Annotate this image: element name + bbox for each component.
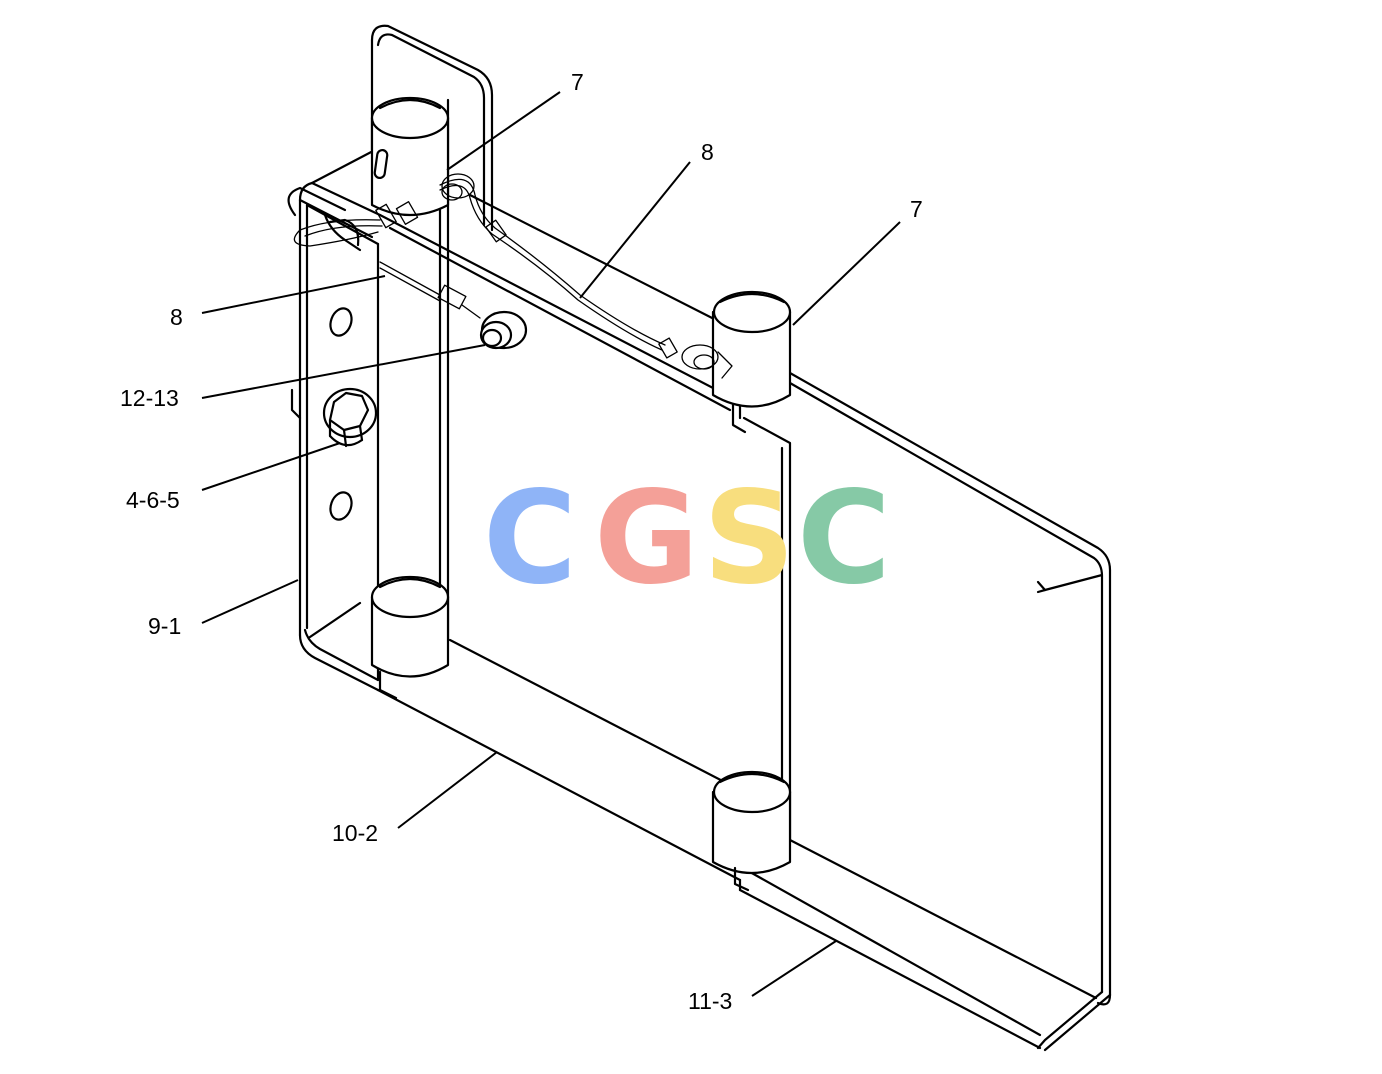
bolt-12-13 <box>479 310 528 350</box>
leader-11-3 <box>751 940 837 997</box>
channel-right-wall <box>788 371 1112 1052</box>
callout-10-2: 10-2 <box>332 820 378 846</box>
leader-8-left <box>201 275 386 314</box>
leader-7-top <box>446 91 561 171</box>
callout-labels: 7 8 7 8 12-13 4-6-5 9-1 10-2 11-3 <box>120 69 923 1014</box>
pin-top-left <box>370 96 450 217</box>
watermark-letter-1: C <box>483 464 577 613</box>
leader-10-2 <box>397 751 498 829</box>
leader-4-6-5 <box>201 442 341 491</box>
callout-8-left: 8 <box>170 304 183 330</box>
callout-12-13: 12-13 <box>120 385 179 411</box>
callout-4-6-5: 4-6-5 <box>126 487 180 513</box>
watermark-letter-2: G <box>594 464 699 613</box>
watermark-letter-3: S <box>703 464 795 613</box>
callout-11-3: 11-3 <box>688 988 732 1014</box>
leader-7-right <box>792 221 901 326</box>
leader-12-13 <box>201 344 486 399</box>
leader-lines <box>201 91 901 997</box>
callout-8-top: 8 <box>701 139 714 165</box>
callout-7-right: 7 <box>910 196 923 222</box>
lanyard-cable-lower <box>293 201 481 319</box>
hex-bolt-4-6-5 <box>322 387 378 448</box>
callout-9-1: 9-1 <box>148 613 181 639</box>
pin-bottom-left <box>370 575 450 700</box>
channel-top-edge <box>378 193 792 842</box>
callout-7-top: 7 <box>571 69 584 95</box>
channel-bottom <box>298 601 1042 1050</box>
lanyard-cable-upper <box>439 173 733 379</box>
watermark-letter-4: C <box>797 464 891 613</box>
watermark: C G S C <box>483 464 891 613</box>
pin-bottom-right <box>711 770 792 892</box>
leader-9-1 <box>201 579 299 624</box>
leader-8-top <box>579 161 691 299</box>
pin-top-right <box>711 290 792 434</box>
